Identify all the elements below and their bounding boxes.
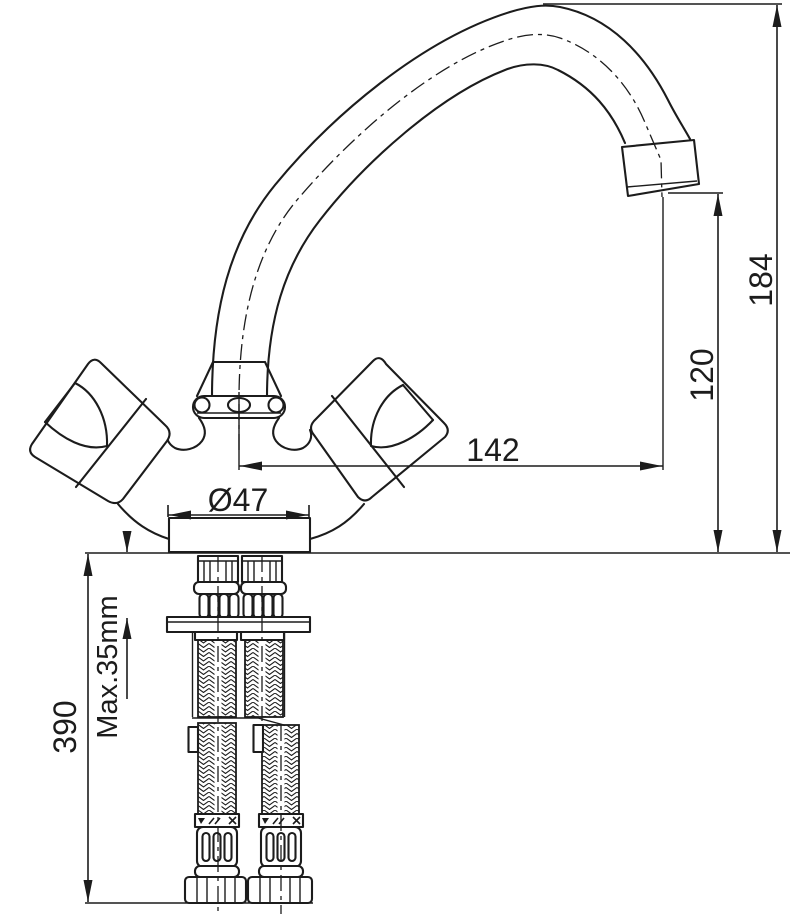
hose-clip-left xyxy=(187,725,200,754)
right-nut xyxy=(246,875,314,905)
left-handle-knob xyxy=(29,358,171,505)
dim-label-max-deck-thickness: Max.35mm xyxy=(92,595,124,738)
dim-label-base-diameter: Ø47 xyxy=(208,482,268,518)
supply-hoses xyxy=(187,630,300,815)
dim-label-hose-length: 390 xyxy=(47,700,83,753)
hose-break-line xyxy=(192,717,285,726)
spout-aerator xyxy=(620,138,701,198)
dim-label-total-height: 184 xyxy=(743,253,779,306)
right-handle-outline xyxy=(309,357,449,502)
right-handle-knob xyxy=(309,357,449,502)
right-neck-hook xyxy=(272,416,313,451)
spout-outer-edge xyxy=(210,4,692,399)
spout-centerline xyxy=(238,33,663,450)
dim-label-outlet-height: 120 xyxy=(684,348,720,401)
centerlines xyxy=(217,33,663,914)
dim-label-spout-reach: 142 xyxy=(466,432,519,468)
spout xyxy=(210,4,692,399)
left-nut xyxy=(183,875,248,905)
right-skirt xyxy=(308,502,366,541)
base-escutcheon xyxy=(167,516,312,554)
spout-cone xyxy=(195,360,283,398)
right-shank-ribs xyxy=(242,592,284,620)
hose-clip-right xyxy=(252,723,265,754)
mounting-shanks xyxy=(192,554,288,620)
mounting-flange xyxy=(165,615,312,634)
collar-left-screw xyxy=(193,396,211,414)
left-shank-ribs xyxy=(198,592,240,620)
left-handle-outline xyxy=(29,358,171,505)
left-neck-hook xyxy=(165,416,206,451)
dimension-lines xyxy=(83,3,790,904)
hose-end-fittings xyxy=(183,812,314,905)
dimension-labels: 184 120 142 Ø47 Max.35mm 390 xyxy=(47,253,779,753)
collar-right-screw xyxy=(267,396,285,414)
left-skirt xyxy=(116,502,171,541)
spout-inner-edge xyxy=(265,63,627,399)
